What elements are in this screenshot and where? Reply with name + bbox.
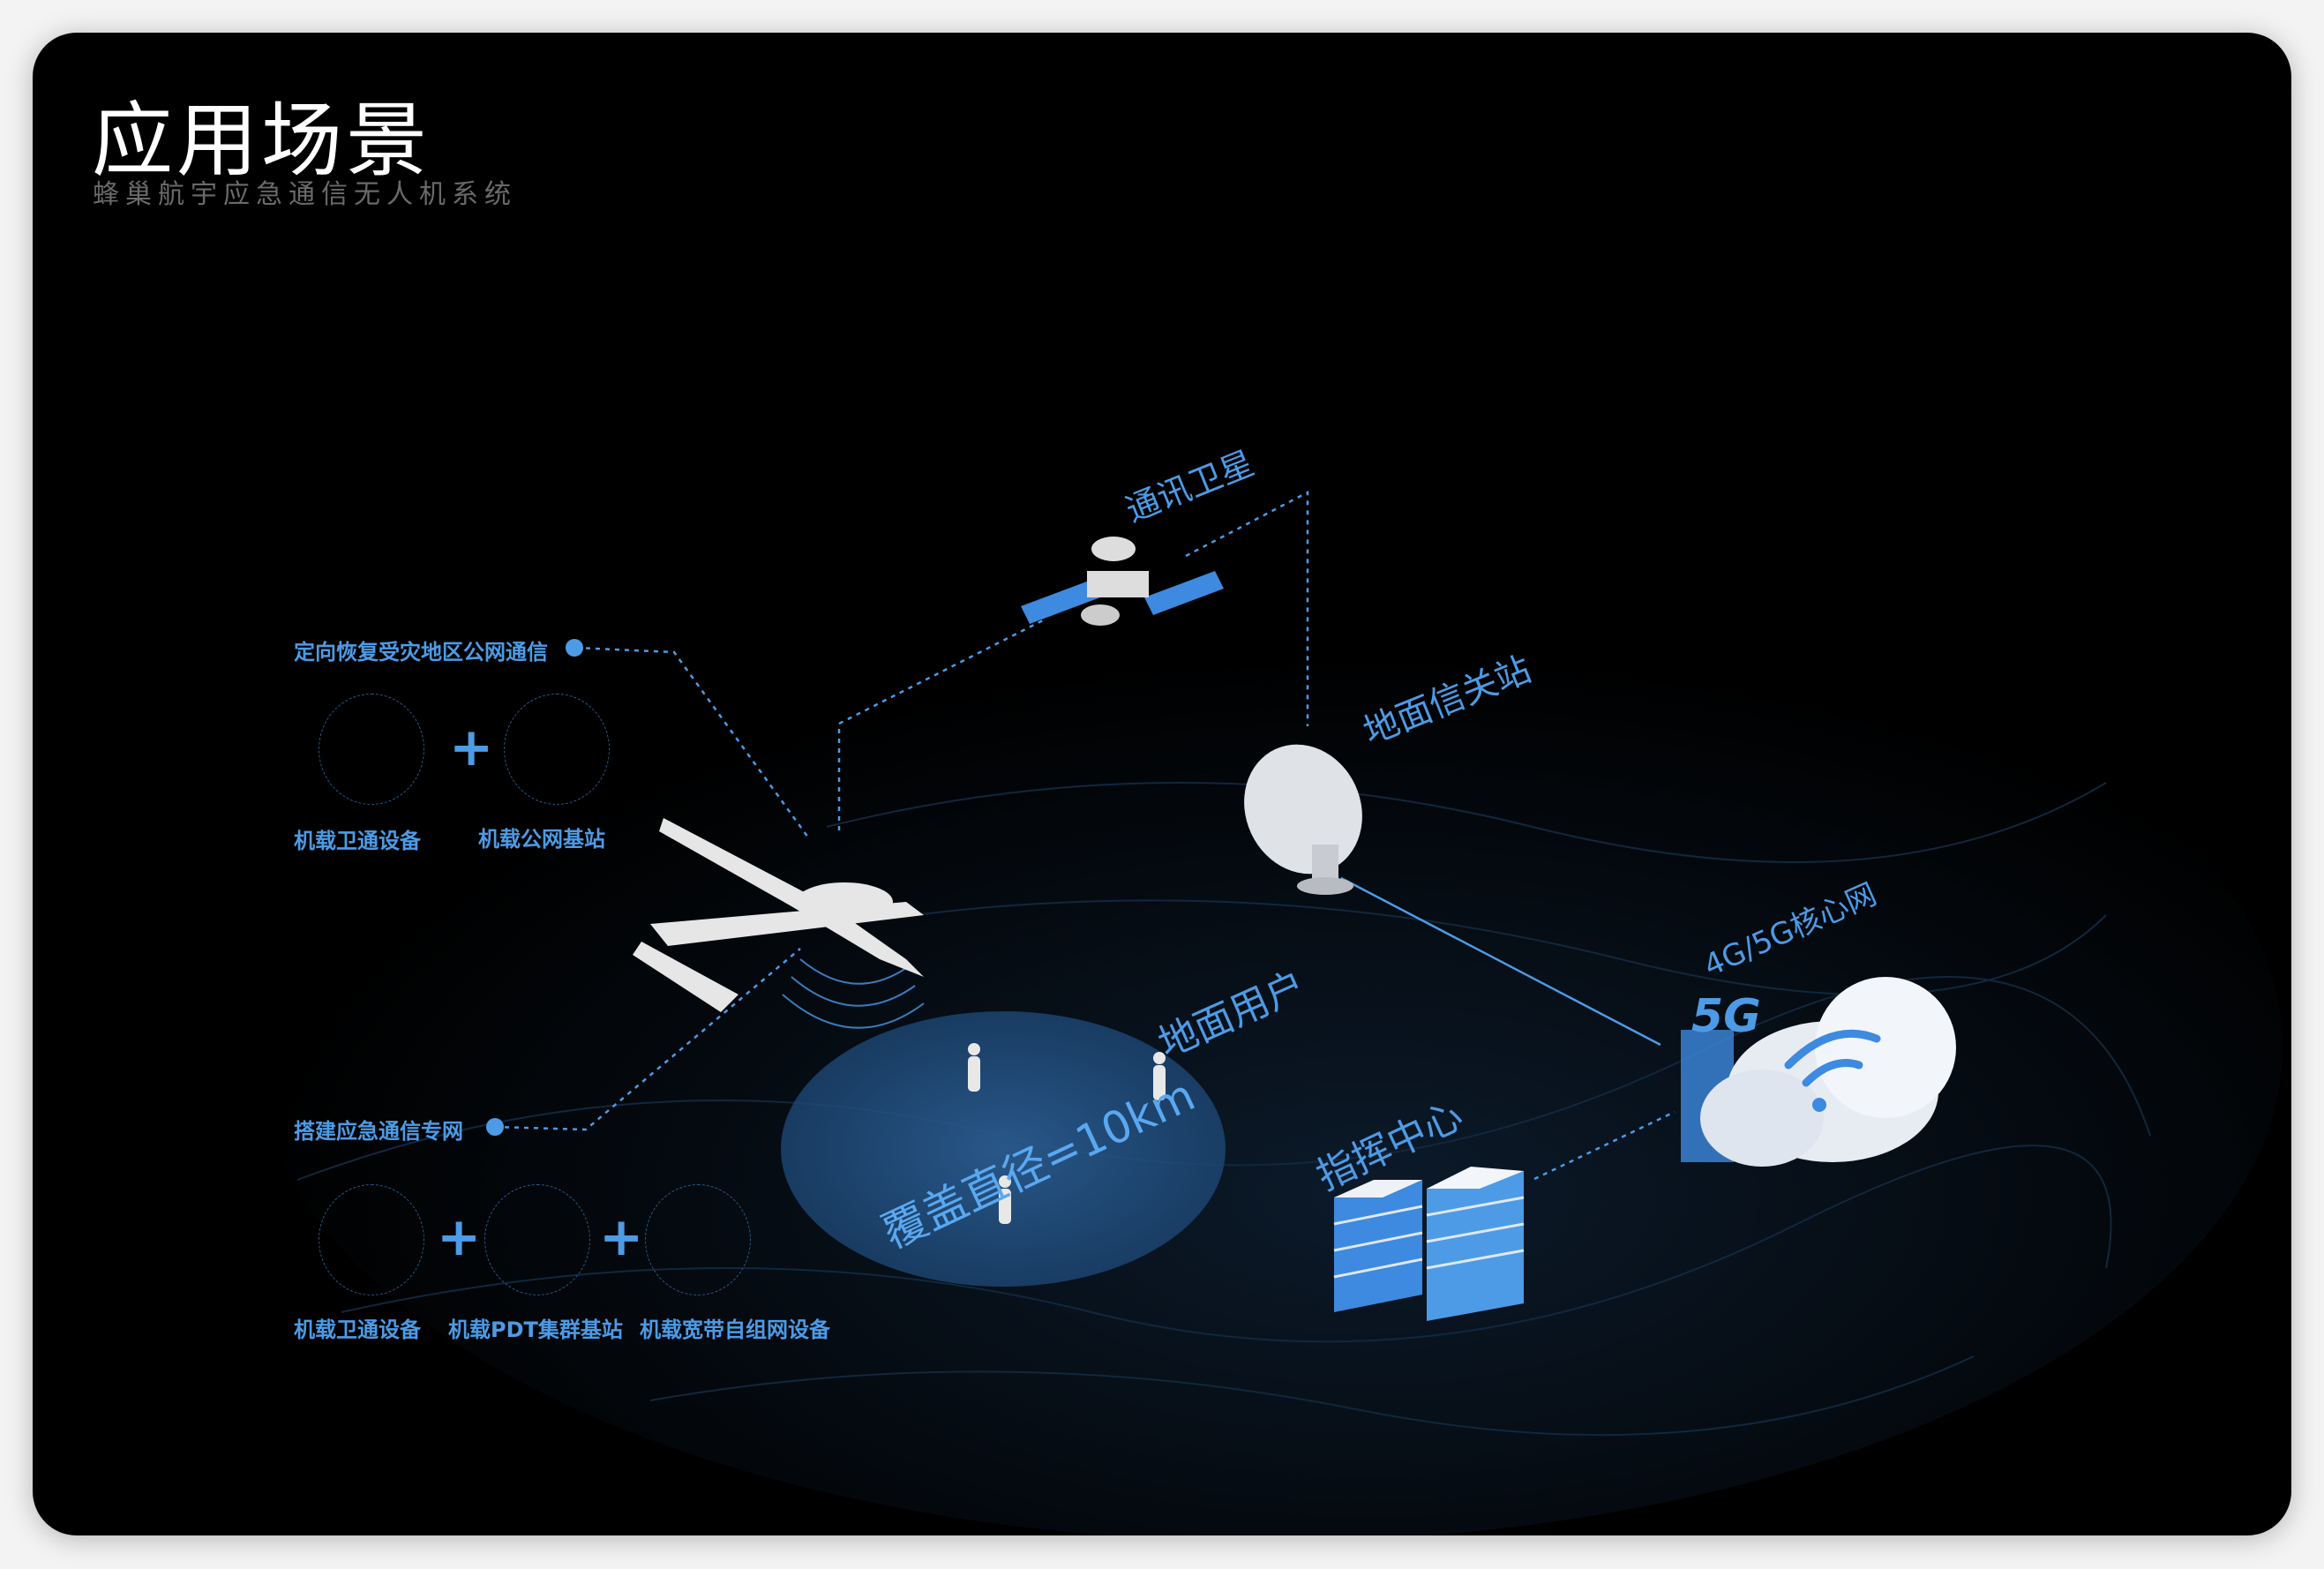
plus-icon: + [449, 717, 494, 778]
device-satcom-1 [319, 694, 424, 805]
ground-users-figures [968, 1043, 1166, 1224]
contour-lines [296, 782, 2151, 1437]
terrain-background [253, 553, 2283, 1535]
device-mesh-network [645, 1184, 751, 1295]
device-public-base-station [504, 694, 610, 805]
connector-drone-satellite [837, 618, 1046, 830]
5g-badge: 5G [1691, 990, 1761, 1043]
plus-icon: + [599, 1206, 644, 1268]
scene-diagram [253, 490, 2283, 1535]
drone-image [633, 818, 924, 1012]
signal-waves [782, 958, 925, 1029]
satellite-image [1021, 537, 1224, 626]
device-label: 机载PDT集群基站 [448, 1318, 623, 1342]
coverage-area [781, 1011, 1226, 1287]
group1-label: 定向恢复受灾地区公网通信 [294, 640, 548, 664]
device-label: 机载宽带自组网设备 [640, 1318, 830, 1342]
device-label: 机载卫通设备 [294, 829, 421, 853]
gateway-dish-image [1244, 744, 1362, 895]
page-title: 应用场景 [92, 94, 431, 188]
core-network-cloud-image [1681, 977, 1956, 1167]
plus-icon: + [437, 1206, 482, 1268]
device-label: 机载卫通设备 [294, 1318, 421, 1342]
connector-gateway-cloud [1340, 876, 1661, 1047]
group2-label: 搭建应急通信专网 [294, 1119, 463, 1144]
command-center-buildings [1333, 1167, 1525, 1321]
group1-dot [566, 639, 583, 657]
scenario-card: 应用场景 蜂巢航宇应急通信无人机系统 定向恢复受灾地区公网通信 + 机载卫通设备… [33, 33, 2291, 1535]
connector-command-cloud [1533, 1110, 1676, 1181]
page-subtitle: 蜂巢航宇应急通信无人机系统 [93, 179, 517, 210]
group2-dot [486, 1118, 504, 1136]
device-label: 机载公网基站 [478, 827, 605, 852]
connector-group2 [494, 948, 801, 1131]
connector-satellite-gateway [1185, 490, 1309, 726]
connector-group1 [575, 646, 810, 838]
device-satcom-2 [319, 1184, 424, 1295]
device-pdt-base-station [484, 1184, 590, 1295]
